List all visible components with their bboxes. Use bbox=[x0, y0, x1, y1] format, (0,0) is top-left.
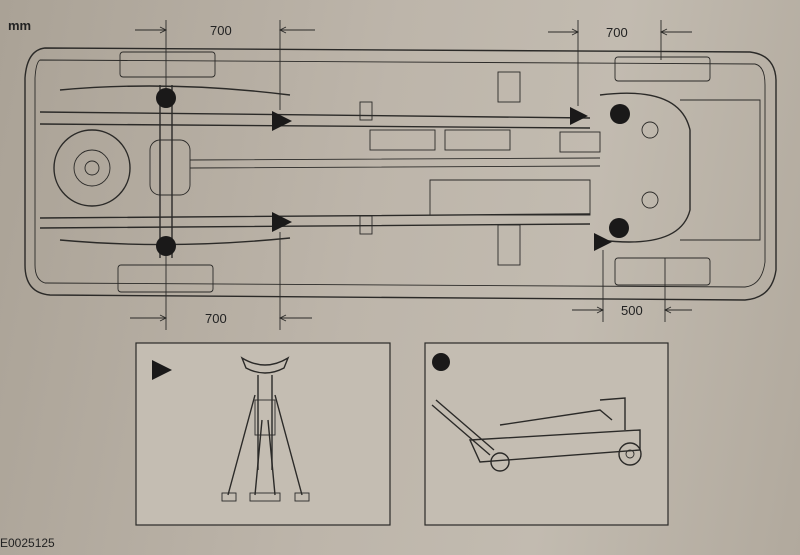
circle-icon bbox=[432, 353, 450, 371]
jack-points bbox=[156, 88, 630, 256]
dimension-rear-top: 700 bbox=[210, 23, 232, 38]
stand-point-rear-right bbox=[272, 212, 292, 232]
jack-point-rear-left bbox=[156, 88, 176, 108]
figure-id: E0025125 bbox=[0, 536, 55, 550]
triangle-icon bbox=[152, 360, 172, 380]
vehicle-outline bbox=[24, 47, 777, 301]
jack-point-front-left bbox=[610, 104, 630, 124]
dimension-front-bottom: 500 bbox=[621, 303, 643, 318]
jack-point-front-right bbox=[609, 218, 629, 238]
stand-points bbox=[272, 107, 612, 251]
dimension-front-top: 700 bbox=[606, 25, 628, 40]
axle-stand-icon bbox=[221, 356, 310, 502]
stand-point-rear-left bbox=[272, 111, 292, 131]
dimension-lines bbox=[130, 20, 692, 330]
jack-point-rear-right bbox=[156, 236, 176, 256]
legend-trolley-jack bbox=[424, 342, 669, 526]
trolley-jack-icon bbox=[431, 397, 642, 472]
units-label: mm bbox=[8, 18, 31, 33]
legend-axle-stand bbox=[135, 342, 391, 526]
dimension-rear-bottom: 700 bbox=[205, 311, 227, 326]
stand-point-front-left bbox=[570, 107, 588, 125]
stand-point-front-right bbox=[594, 233, 612, 251]
